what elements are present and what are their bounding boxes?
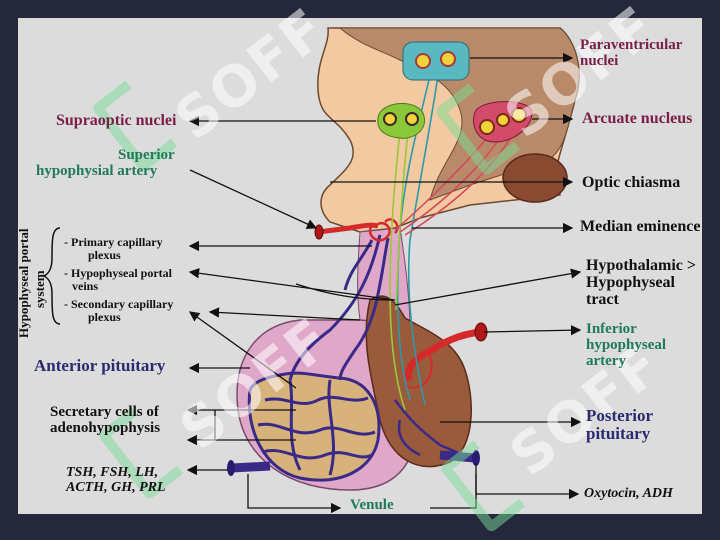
paraventricular-nucleus-shape [402,41,470,81]
superior-artery [317,222,379,235]
label-supraoptic-nuclei: Supraoptic nuclei [56,112,177,129]
label-posterior-hormones: Oxytocin, ADH [584,486,673,501]
label-hypothalamic-hypophyseal-tract: Hypothalamic > Hypophyseal tract [586,257,697,308]
label-hypophyseal-portal-system: Hypophyseal portal system [16,228,47,338]
label-primary-capillary-plexus: - Primary capillary plexus [64,235,163,262]
label-inferior-hypophyseal-artery: Inferior hypophyseal artery [586,321,667,369]
label-anterior-hormones: TSH, FSH, LH, ACTH, GH, PRL [66,465,166,495]
venule-right [439,450,476,463]
label-optic-chiasma: Optic chiasma [582,174,681,191]
label-posterior-pituitary: Posterior pituitary [586,406,654,443]
label-hypophyseal-portal-veins: - Hypophyseal portal veins [64,266,173,293]
label-venule: Venule [350,497,394,513]
label-superior-hypophysial-artery: Superior hypophysial artery [36,147,175,179]
label-secondary-capillary-plexus: - Secondary capillary plexus [64,297,174,324]
label-secretary-cells: Secretary cells of adenohypophysis [50,404,161,436]
label-anterior-pituitary: Anterior pituitary [34,356,166,375]
venule-left [231,461,271,473]
optic-chiasma-shape [502,153,568,203]
label-median-eminence: Median eminence [580,218,701,235]
label-paraventricular-nuclei: Paraventricular nuclei [580,37,683,69]
label-arcuate-nucleus: Arcuate nucleus [582,110,693,127]
